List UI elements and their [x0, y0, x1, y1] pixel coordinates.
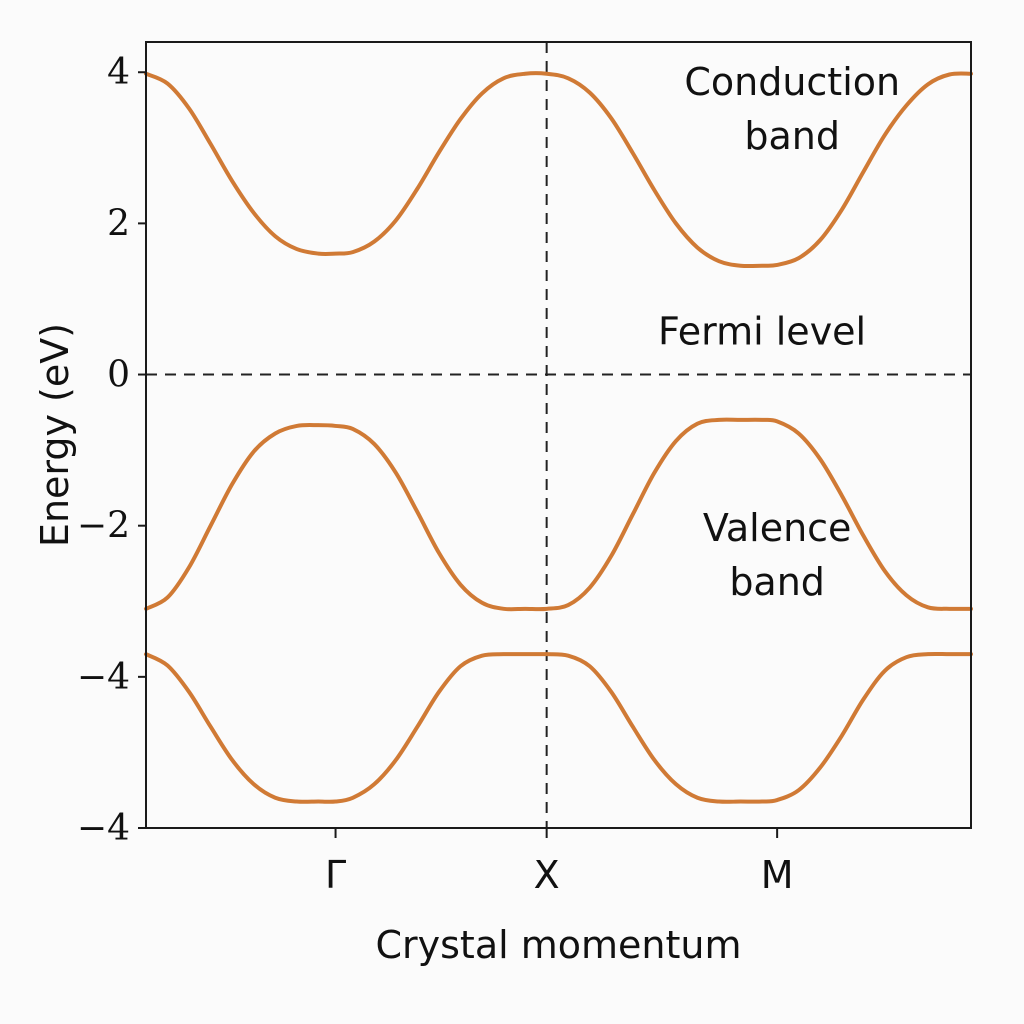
y-tick-label: 0 [107, 355, 130, 396]
x-tick-label: M [761, 853, 794, 897]
y-tick-label: 4 [107, 52, 130, 93]
y-tick-label: −4 [77, 657, 130, 698]
band-curves [144, 71, 973, 804]
band-curve-3 [144, 651, 973, 804]
y-axis-title: Energy (eV) [33, 323, 77, 547]
x-axis-title: Crystal momentum [375, 923, 741, 967]
x-tick-label: X [534, 853, 560, 897]
x-tick-label: Γ [325, 853, 346, 897]
plot-frame [145, 41, 972, 829]
band-curve-2 [144, 417, 973, 612]
y-tick-label: −2 [77, 506, 130, 547]
y-tick-label: −4 [77, 808, 130, 849]
y-axis-ticks: 4 2 0 −2 −4 −4 [77, 52, 146, 849]
band-curve-1 [144, 71, 973, 269]
annotation-label: Fermi level [658, 309, 866, 353]
reference-lines [146, 42, 971, 828]
y-tick-label: 2 [107, 203, 130, 244]
